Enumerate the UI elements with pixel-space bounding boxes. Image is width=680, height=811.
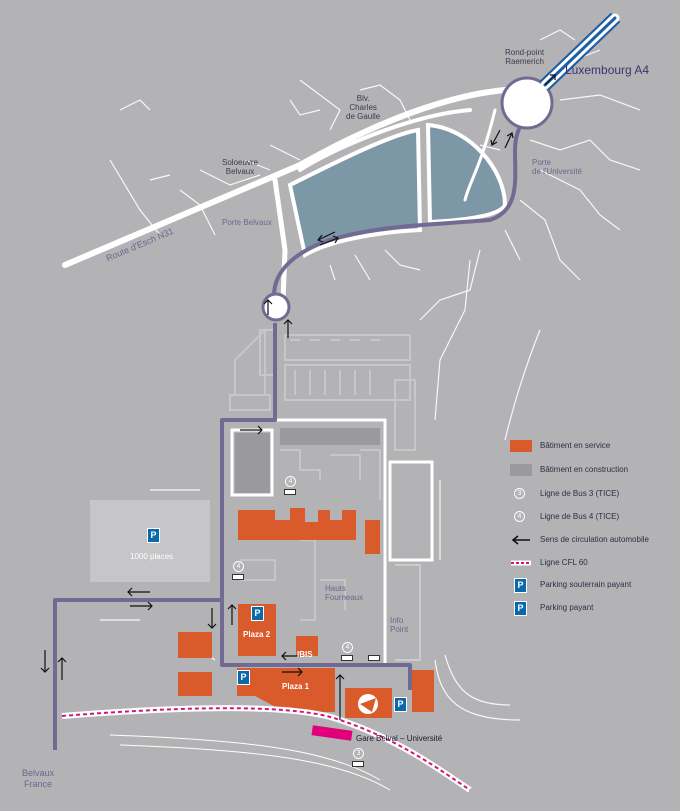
bus-4-icon: 4 (285, 476, 296, 487)
car-circulation-route (53, 118, 527, 750)
minor-streets (100, 29, 641, 721)
parking-underground-icon: P (514, 578, 527, 593)
route-esch-n31 (62, 87, 508, 268)
water-basin-right (425, 122, 508, 225)
parking-icon: P (147, 528, 160, 543)
legend-label: Bâtiment en construction (540, 465, 629, 474)
label-rond-point: Rond-point Raemerich (505, 48, 545, 66)
arrow-left-icon (511, 535, 530, 545)
building-construction (235, 433, 270, 493)
label-hauts-fourneaux: Hauts Fourneaux (325, 584, 364, 602)
orange-square-icon (510, 440, 532, 452)
bus-stop-icon (284, 489, 296, 495)
legend-item-bus-3: 3 Ligne de Bus 3 (TICE) (510, 488, 675, 502)
bus-4-icon: 4 (514, 511, 525, 522)
bus-4-icon: 4 (233, 561, 244, 572)
label-ibis: IBIS (297, 650, 313, 659)
bus-3-icon: 3 (514, 488, 525, 499)
label-porte-universite: Porte de l'Université (532, 158, 582, 176)
water-basins (287, 122, 508, 259)
bus-stop-icon (368, 655, 380, 661)
bus-stop-icon (232, 574, 244, 580)
rail-line-cfl60 (61, 705, 472, 793)
parking-underground-icon: P (251, 606, 264, 621)
legend-item-circulation: Sens de circulation automobile (510, 534, 675, 548)
label-gare: Gare Belval – Université (356, 734, 443, 743)
legend-item-building-construction: Bâtiment en construction (510, 464, 675, 478)
label-plaza-1: Plaza 1 (282, 682, 310, 691)
label-boulevard: Blv. Charles de Gaulle (346, 94, 381, 121)
main-roads (62, 87, 508, 303)
station-platform (311, 725, 353, 741)
label-porte-belvaux: Porte Belvaux (222, 218, 272, 227)
bus-4-icon: 4 (342, 642, 353, 653)
water-basin-left (287, 127, 423, 259)
label-soleuvre: Soloeuvre Belvaux (222, 158, 259, 176)
legend-item-parking-underground: P Parking souterrain payant (510, 578, 675, 593)
legend-item-building-service: Bâtiment en service (510, 440, 675, 454)
legend-label: Sens de circulation automobile (540, 535, 649, 544)
motorway-a4 (540, 13, 620, 90)
legend-label: Ligne de Bus 3 (TICE) (540, 489, 620, 498)
legend-label: Parking payant (540, 603, 594, 612)
legend-item-rail: Ligne CFL 60 (510, 557, 675, 571)
legend-label: Ligne CFL 60 (540, 558, 588, 567)
label-plaza-2: Plaza 2 (243, 630, 271, 639)
bus-stop-icon (352, 761, 364, 767)
label-parking-places: 1000 places (130, 552, 174, 561)
legend-label: Ligne de Bus 4 (TICE) (540, 512, 620, 521)
legend-label: Parking souterrain payant (540, 580, 632, 589)
parking-icon: P (514, 601, 527, 616)
bus-3-icon: 3 (353, 748, 364, 759)
rail-line-icon (511, 560, 531, 566)
label-belvaux-france: Belvaux France (22, 768, 55, 789)
road-boulevard (463, 108, 497, 202)
parking-underground-icon: P (237, 670, 250, 685)
roundabout-raemerich (500, 76, 554, 130)
roundabout-belvaux (261, 292, 291, 322)
label-info-point: Info Point (390, 616, 409, 634)
label-luxembourg-a4: Luxembourg A4 (565, 63, 650, 77)
parking-underground-icon: P (394, 697, 407, 712)
direction-arrows (40, 74, 556, 720)
buildings-in-service (178, 508, 434, 718)
grey-square-icon (510, 464, 532, 476)
legend-item-parking: P Parking payant (510, 601, 675, 616)
legend-label: Bâtiment en service (540, 441, 611, 450)
road-porte-belvaux (272, 177, 288, 303)
road-n-upper (298, 108, 472, 172)
legend-item-bus-4: 4 Ligne de Bus 4 (TICE) (510, 511, 675, 525)
bus-stop-icon (341, 655, 353, 661)
